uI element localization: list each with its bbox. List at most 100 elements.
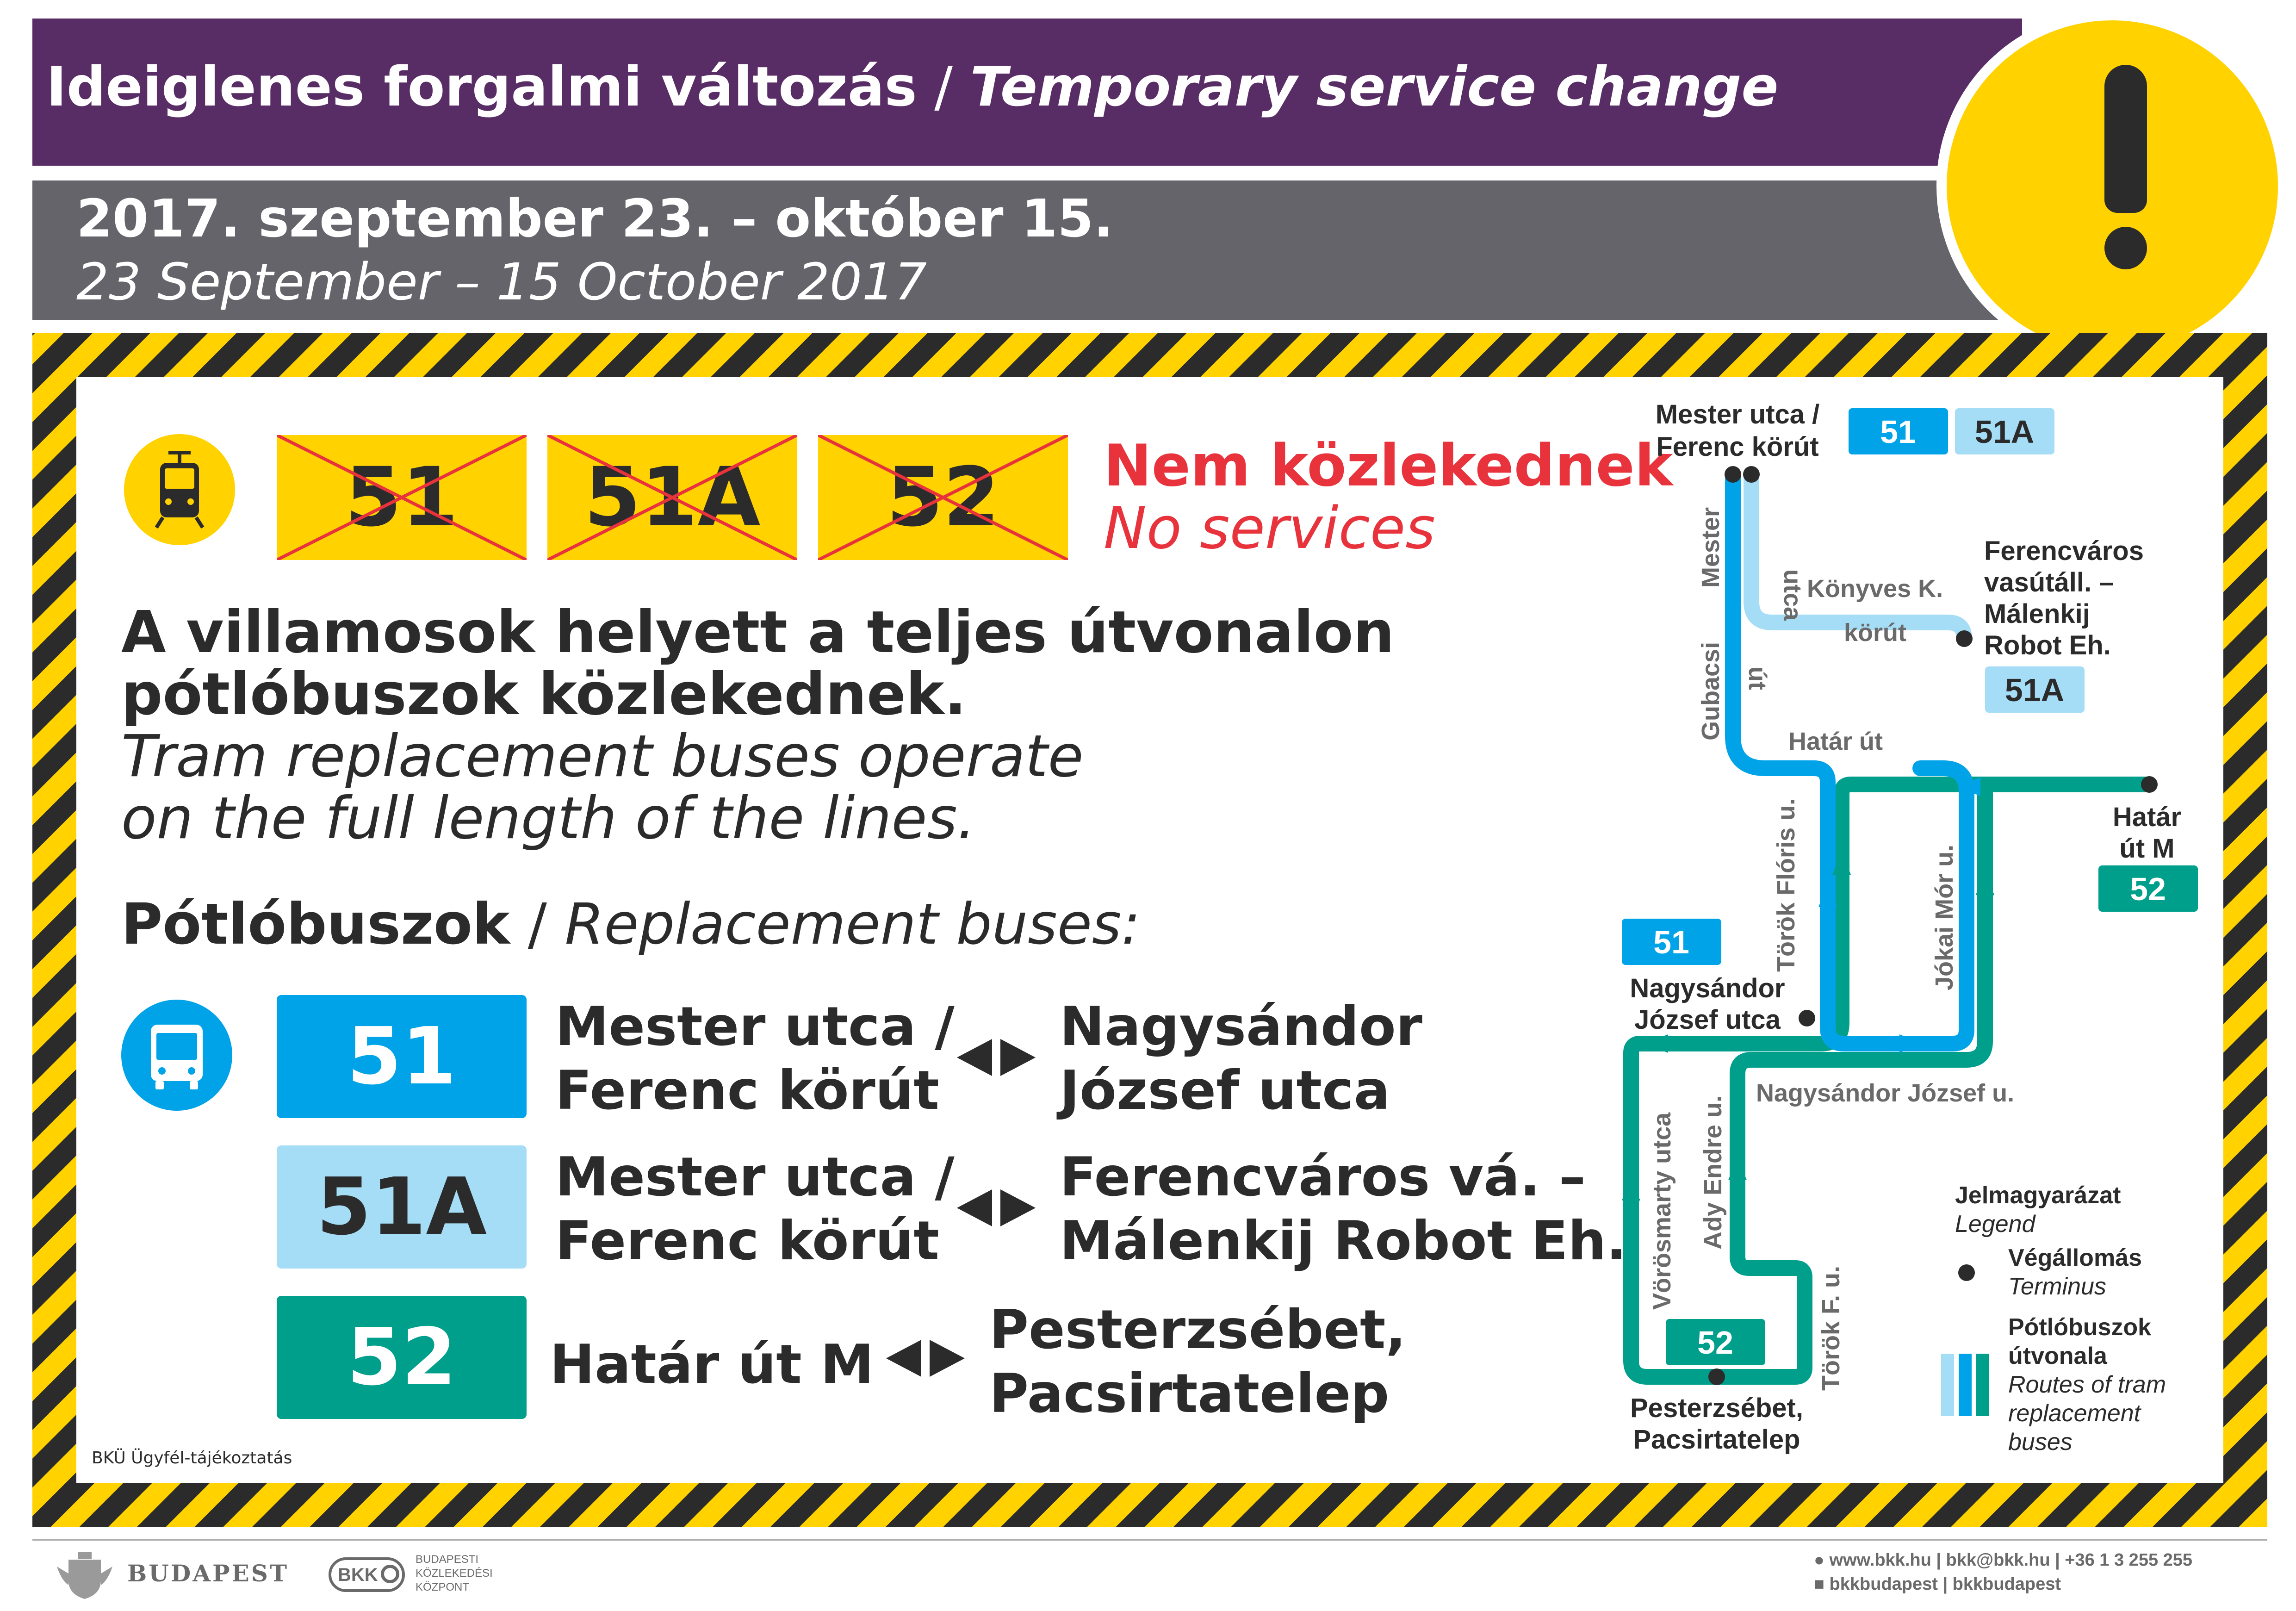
legend-swatch-52 bbox=[1976, 1354, 1989, 1416]
no-services-en: No services bbox=[1104, 495, 1435, 562]
legend-routes-en-line1: Routes of tram bbox=[2008, 1371, 2166, 1398]
no-services-hu: Nem közlekednek bbox=[1104, 433, 1673, 499]
bkk-logo-text: BKK bbox=[338, 1565, 378, 1585]
street-nagysandor: Nagysándor József u. bbox=[1756, 1079, 2014, 1107]
legend-title: Jelmagyarázat bbox=[1955, 1182, 2121, 1209]
route-52-from: Határ út M bbox=[550, 1333, 874, 1396]
footer-contact-line2: bkkbudapest | bkkbudapest bbox=[1829, 1574, 2061, 1594]
title-hu: Ideiglenes forgalmi változás bbox=[46, 55, 917, 118]
cross-out-mark bbox=[277, 435, 527, 560]
bkk-full-name: BUDAPESTI KÖZLEKEDÉSI KÖZPONT bbox=[416, 1553, 493, 1594]
route-badge-51a: 51A bbox=[277, 1145, 527, 1269]
route-to-line1: Pesterzsébet, bbox=[989, 1299, 1406, 1361]
stop-pesterzsebet-line2: Pacsirtatelep bbox=[1633, 1424, 1800, 1455]
street-konyves: Könyves K. bbox=[1807, 575, 1943, 603]
stop-ferencvaros-line4: Robot Eh. bbox=[1984, 630, 2111, 660]
date-hu: 2017. szeptember 23. – október 15. bbox=[76, 189, 1113, 249]
legend-routes-hu-line2: útvonala bbox=[2008, 1343, 2108, 1369]
legend-swatch-51 bbox=[1959, 1354, 1972, 1416]
route-to-line2: Pacsirtatelep bbox=[989, 1362, 1390, 1425]
title-en: Temporary service change bbox=[970, 55, 1779, 118]
replacement-heading: Pótlóbuszok / Replacement buses: bbox=[121, 893, 1141, 955]
exclamation-bar bbox=[2104, 65, 2147, 213]
stop-nagysandor-line1: Nagysándor bbox=[1630, 973, 1785, 1003]
map-badge-51a-label: 51A bbox=[1975, 414, 2034, 450]
exclamation-dot bbox=[2104, 227, 2147, 269]
terminus-dots bbox=[1708, 466, 2158, 1385]
page-title: Ideiglenes forgalmi változás / Temporary… bbox=[46, 55, 1778, 118]
street-vorosmarty: Vörösmarty utca bbox=[1648, 1112, 1676, 1310]
footer-contact: ● www.bkk.hu | bkk@bkk.hu | +36 1 3 255 … bbox=[1814, 1548, 2192, 1596]
map-badge-51a-terminus-label: 51A bbox=[2005, 672, 2064, 708]
street-ut: út bbox=[1744, 666, 1771, 690]
map-badge-51a bbox=[1955, 408, 2054, 454]
map-badge-52-pesterzsebet bbox=[1666, 1319, 1765, 1365]
title-separator: / bbox=[917, 55, 970, 118]
route-from-line1: Mester utca / bbox=[555, 995, 955, 1058]
route-51a-to: Ferencváros vá. – Málenkij Robot Eh. bbox=[1060, 1145, 1626, 1273]
bidirectional-arrow-icon bbox=[957, 1039, 1036, 1078]
route-map: Mester utca / Ferenc körút 51 51A Ferenc… bbox=[1622, 399, 2198, 1455]
map-badge-52-hatar bbox=[2098, 865, 2198, 912]
replacement-heading-separator: / bbox=[509, 891, 565, 957]
replacement-heading-en: Replacement buses: bbox=[565, 891, 1141, 957]
bkk-logo: BKK bbox=[329, 1557, 405, 1592]
stop-ferencvaros-line1: Ferencváros bbox=[1984, 536, 2144, 566]
street-korut: körút bbox=[1844, 619, 1906, 647]
tram-icon bbox=[124, 434, 235, 545]
map-badge-52-hatar-label: 52 bbox=[2130, 871, 2166, 907]
map-badge-51 bbox=[1849, 408, 1948, 454]
footer-contact-line1: www.bkk.hu | bkk@bkk.hu | +36 1 3 255 25… bbox=[1829, 1550, 2193, 1570]
street-torok-f: Török F. u. bbox=[1817, 1266, 1845, 1391]
street-mester: Mester bbox=[1697, 507, 1725, 588]
map-badge-51-nagysandor bbox=[1622, 919, 1721, 965]
bkk-logo-ring bbox=[381, 1565, 399, 1583]
stop-hatar-line1: Határ bbox=[2113, 802, 2181, 832]
street-utca: utca bbox=[1779, 569, 1806, 621]
route-to-line1: Nagysándor bbox=[1060, 995, 1422, 1058]
notice-hu-line1: A villamosok helyett a teljes útvonalon bbox=[121, 599, 1395, 666]
route-51-from: Mester utca / Ferenc körút bbox=[555, 995, 955, 1123]
facebook-icon: ■ bbox=[1814, 1574, 1830, 1594]
legend-terminus-en: Terminus bbox=[2008, 1273, 2106, 1300]
legend-title-en: Legend bbox=[1955, 1211, 2036, 1238]
legend-routes-hu-line1: Pótlóbuszok bbox=[2008, 1314, 2151, 1341]
route-51a-from: Mester utca / Ferenc körút bbox=[555, 1145, 955, 1273]
street-hatar-ut: Határ út bbox=[1788, 728, 1883, 755]
budapest-coat-of-arms-icon bbox=[55, 1548, 115, 1603]
footer-city: BUDAPEST bbox=[127, 1560, 289, 1587]
credit-text: BKÜ Ügyfél-tájékoztatás bbox=[92, 1449, 292, 1468]
stop-hatar-line2: út M bbox=[2119, 833, 2174, 864]
legend-terminus-dot bbox=[1958, 1264, 1975, 1281]
suspended-line-52: 52 bbox=[818, 435, 1068, 560]
bidirectional-arrow-icon bbox=[886, 1340, 965, 1379]
route-51-to: Nagysándor József utca bbox=[1060, 995, 1422, 1123]
date-en: 23 September – 15 October 2017 bbox=[76, 252, 927, 311]
stop-ferencvaros-line3: Málenkij bbox=[1984, 599, 2090, 629]
suspended-line-51a: 51A bbox=[547, 435, 797, 560]
legend-swatch-51a bbox=[1941, 1354, 1954, 1416]
street-ady: Ady Endre u. bbox=[1699, 1095, 1727, 1250]
cross-out-mark bbox=[547, 435, 797, 560]
legend-terminus-hu: Végállomás bbox=[2008, 1244, 2142, 1271]
stop-nagysandor-line2: József utca bbox=[1634, 1005, 1781, 1035]
street-gubacsi: Gubacsi bbox=[1697, 642, 1725, 740]
route-to-line1: Ferencváros vá. – bbox=[1060, 1146, 1586, 1208]
bidirectional-arrow-icon bbox=[957, 1189, 1036, 1228]
legend-routes-en-line2: replacement bbox=[2008, 1400, 2142, 1427]
legend-routes-en-line3: buses bbox=[2008, 1429, 2073, 1455]
date-band bbox=[32, 180, 2022, 320]
suspended-line-51: 51 bbox=[277, 435, 527, 560]
street-jokai: Jókai Mór u. bbox=[1930, 845, 1958, 990]
stop-mester-line1: Mester utca / bbox=[1656, 399, 1820, 429]
bkk-full-name-line2: KÖZLEKEDÉSI bbox=[416, 1567, 493, 1580]
bkk-full-name-line1: BUDAPESTI bbox=[416, 1553, 479, 1566]
bus-icon bbox=[121, 1000, 232, 1111]
stop-pesterzsebet-line1: Pesterzsébet, bbox=[1630, 1393, 1803, 1423]
route-51a-path bbox=[1744, 467, 1972, 647]
direction-arrows bbox=[1622, 778, 1994, 1222]
replacement-heading-hu: Pótlóbuszok bbox=[121, 891, 510, 957]
map-badge-51-label: 51 bbox=[1880, 414, 1916, 450]
street-torok-floris: Török Flóris u. bbox=[1772, 798, 1800, 972]
footer-divider bbox=[32, 1539, 2267, 1541]
